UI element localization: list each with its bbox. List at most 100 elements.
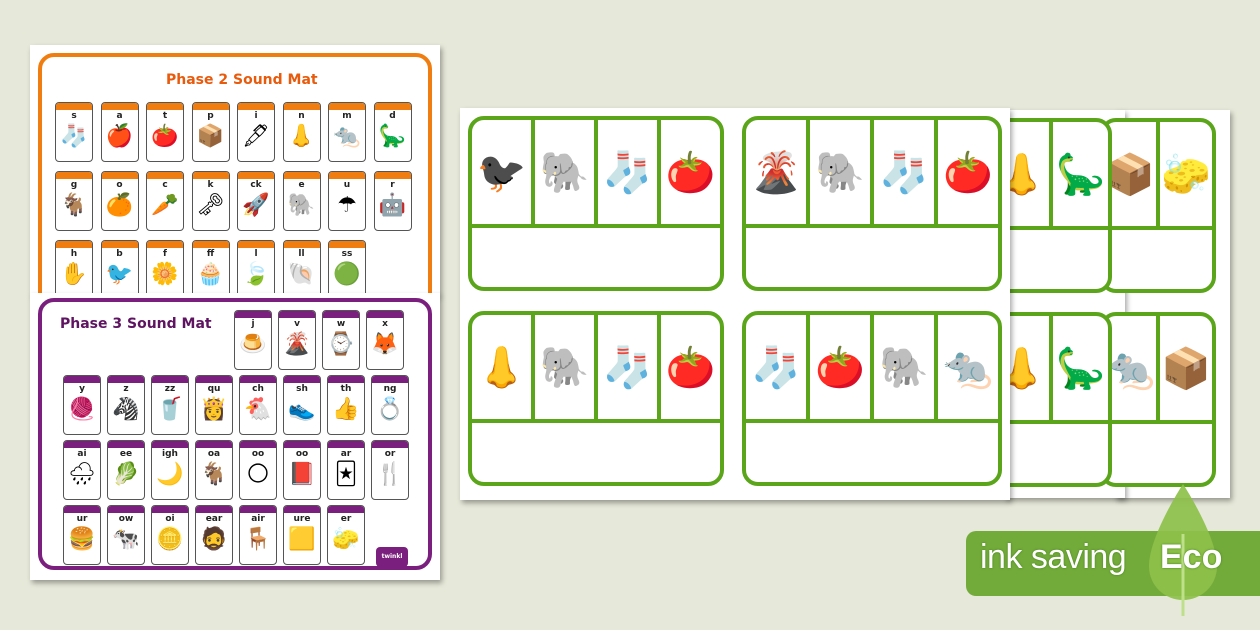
phase3-mat-frame (38, 298, 432, 570)
card-tab (147, 172, 183, 179)
sound-card-z: z🦓 (107, 375, 145, 435)
card-picture-icon: 🐐 (60, 193, 88, 218)
card-picture-icon: 🐀 (333, 124, 361, 149)
card-tab (196, 376, 232, 383)
card-picture-icon: 🧔 (200, 527, 228, 552)
sound-card-e: e🐘 (282, 171, 321, 231)
sound-card-oa: oa🐐 (195, 440, 233, 500)
card-picture-icon: 🐚 (287, 262, 316, 287)
card-tab (192, 241, 229, 248)
card-letter: m (342, 111, 352, 121)
back-card-2-bottom: 🐀📦 (1100, 312, 1216, 487)
card-letter: sh (296, 384, 308, 394)
picture-cell-icon: 🐘 (810, 120, 874, 224)
card-tab (56, 241, 92, 248)
card-tab (328, 441, 364, 448)
card-tab (64, 441, 100, 448)
card-letter: ng (383, 384, 397, 394)
card-picture-icon: ☂ (337, 193, 357, 218)
card-tab (329, 172, 365, 179)
sound-card-ow: ow🐄 (107, 505, 145, 565)
card-letter: oo (295, 449, 309, 459)
picture-cell-icon: 🍅 (943, 149, 993, 196)
card-tab (108, 441, 144, 448)
card-tab (284, 441, 320, 448)
card-picture-icon: 🟨 (288, 527, 316, 552)
card-letter: qu (207, 384, 221, 394)
card-picture-icon: 👸 (200, 397, 228, 422)
twinkl-logo: twinkl (376, 547, 408, 567)
sound-card-j: j🍮 (234, 310, 272, 370)
sound-card-ff: ff🧁 (191, 240, 230, 300)
card-picture-icon: 🧦 (60, 124, 88, 149)
card-picture-icon: 🦓 (112, 397, 140, 422)
card-tab (240, 376, 276, 383)
eco-label: Eco (1160, 538, 1223, 576)
picture-cell-icon: 🍅 (665, 149, 716, 196)
card-tab (329, 103, 365, 110)
card-picture-icon: 🦊 (371, 332, 399, 357)
card-picture-icon: 🃏 (334, 462, 358, 487)
picture-cell-icon: 🧦 (874, 120, 938, 224)
picture-cell-icon: 📦 (1161, 345, 1211, 392)
card-letter: j (251, 319, 255, 329)
card-tab (196, 506, 232, 513)
card-letter: p (207, 111, 214, 121)
picture-row: 🧦🍅🐘🐀 (746, 315, 998, 423)
ink-saving-label: ink saving (980, 538, 1127, 576)
sound-card-ur: ur🍔 (63, 505, 101, 565)
card-tab (238, 103, 274, 110)
sound-card-oi: oi 🪙 (151, 505, 189, 565)
sound-card-ll: ll🐚 (282, 240, 321, 300)
card-picture-icon: 🌙 (156, 462, 184, 487)
card-picture-icon: 🐔 (244, 397, 272, 422)
card-tab (374, 172, 411, 179)
word-card-2: 🌋🐘🧦🍅 (742, 116, 1002, 291)
sound-card-igh: igh🌙 (151, 440, 189, 500)
picture-cell-icon: 🧦 (746, 315, 810, 419)
card-letter: oi (165, 514, 175, 524)
card-letter: e (298, 180, 305, 190)
picture-cell-icon: 🐀 (943, 344, 993, 391)
card-picture-icon: 🍮 (239, 332, 267, 357)
sound-card-th: th👍 (327, 375, 365, 435)
sound-card-d: d🦕 (373, 102, 412, 162)
card-picture-icon: 🥬 (112, 462, 140, 487)
card-picture-icon: 🪙 (156, 527, 184, 552)
picture-cell-icon: 👃 (472, 315, 535, 419)
card-letter: g (70, 180, 78, 190)
card-letter: w (336, 319, 346, 329)
card-letter: ure (293, 514, 311, 524)
card-tab (279, 311, 315, 318)
card-picture-icon: 🦕 (378, 124, 407, 149)
card-tab (367, 311, 403, 318)
sound-card-ear: ear 🧔 (195, 505, 233, 565)
card-letter: v (294, 319, 300, 329)
picture-cell-icon: 🧦 (598, 315, 661, 419)
sound-card-g: g🐐 (55, 171, 93, 231)
card-letter: b (116, 249, 123, 259)
card-letter: x (382, 319, 388, 329)
sound-card-ss: ss🟢 (328, 240, 366, 300)
card-picture-icon: 🍎 (105, 124, 134, 149)
sound-card-ar: ar🃏 (327, 440, 365, 500)
card-tab (235, 311, 271, 318)
sound-card-w: w⌚ (322, 310, 360, 370)
sound-card-qu: qu 👸 (195, 375, 233, 435)
card-picture-icon: 🧁 (196, 262, 225, 287)
sound-card-air: air🪑 (239, 505, 277, 565)
card-tab (64, 376, 100, 383)
card-letter: y (79, 384, 85, 394)
phase3-sheet: Phase 3 Sound Mat twinkl j🍮v🌋w⌚x🦊y🧶z🦓zz🥤… (30, 293, 440, 580)
card-letter: ear (205, 514, 223, 524)
sound-card-oo: oo🌕 (239, 440, 277, 500)
card-picture-icon: 📦 (196, 124, 225, 149)
card-tab (284, 506, 320, 513)
card-tab (328, 506, 364, 513)
picture-cell-icon: 📦 (1104, 122, 1160, 226)
picture-cell-icon: 🐘 (874, 315, 938, 419)
card-picture-icon: 🍴 (376, 462, 404, 487)
card-letter: ow (118, 514, 134, 524)
card-tab (372, 376, 408, 383)
phase3-title: Phase 3 Sound Mat (60, 316, 212, 332)
